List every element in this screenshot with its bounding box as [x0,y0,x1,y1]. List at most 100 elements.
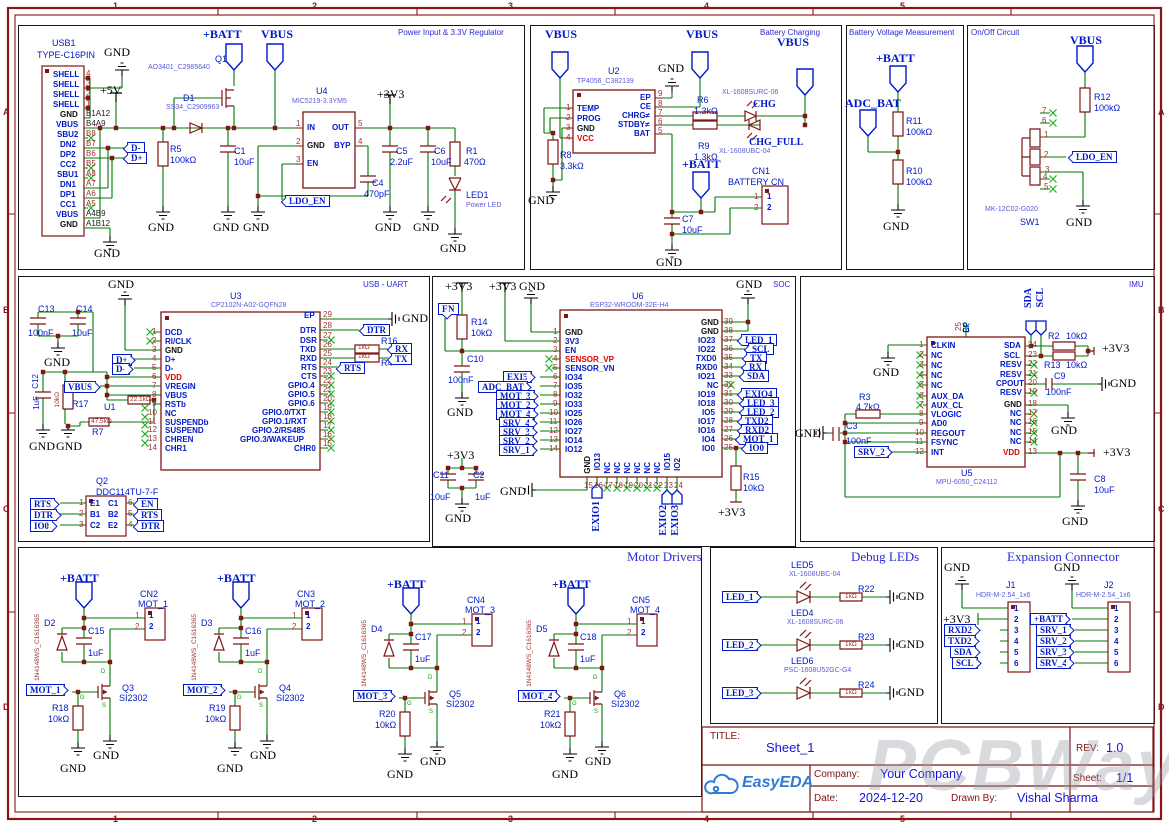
pwrb-vbus: VBUS [777,35,810,49]
num-19: 19 [323,403,332,412]
ref-c16: C16 [245,626,262,636]
num-34: 34 [724,362,733,371]
vpin-io2: IO2 [673,458,682,471]
pin-gpio.5: GPIO.5 [288,390,315,399]
ref-q3: Q3 [122,683,135,693]
pin-temp: TEMP [577,104,600,113]
ref-2.2uf: 2.2uF [390,157,414,167]
tagR-led_2: LED_2 [722,639,758,651]
num-1: 1 [566,103,571,112]
num-2: 2 [754,203,759,212]
num-5: 5 [128,509,133,518]
pwr-gnd: GND [1054,560,1080,574]
pin-suspend: SUSPEND [165,426,204,435]
pin-shell: SHELL [53,70,80,79]
ref-r19: R19 [209,703,226,713]
pin-d+: D+ [165,355,176,364]
pin-io32: IO32 [565,391,583,400]
company-label: Company: [814,769,860,780]
pin-resv: RESV [1000,370,1022,379]
frame-row-d-right: D [1158,702,1165,712]
ref-100nf: 100nF [448,375,474,385]
ref-r6: R6 [697,95,709,105]
ref-470-: 470Ω [464,157,486,167]
pin-aux_cl: AUX_CL [931,401,964,410]
ref-100nf: 100nF [1046,387,1072,397]
pin-nc: NC [1010,418,1022,427]
pin-out: OUT [332,123,349,132]
pin-1: 1 [641,617,646,626]
ref-10uf: 10uF [1094,485,1115,495]
ref-c18: C18 [580,632,597,642]
ldo-en-net-label-2: LDO_EN [1072,151,1117,163]
pin-nc: NC [1010,428,1022,437]
num-2: 2 [462,628,467,637]
num-18: 18 [614,481,623,490]
pin-gpio.0-txt: GPIO.0/TXT [262,408,307,417]
num-14: 14 [549,444,558,453]
part-mpu-6050_c24112: MPU-6050_C24112 [936,479,998,486]
ref-10uf: 10uF [72,328,93,338]
pwrb-vbus: VBUS [545,27,578,41]
num-31: 31 [724,389,733,398]
pin-1: 1 [1014,604,1019,613]
num-23: 23 [1028,350,1037,359]
debug-leds-box [710,547,938,724]
pin-stdby-: STDBY≠ [618,120,650,129]
pin-nc: NC [931,361,943,370]
part-power-led: Power LED [466,202,502,209]
ref-470pf: 470pF [364,189,390,199]
num-b6: B6 [86,149,96,158]
ref-r3: R3 [859,392,871,402]
ref-c9: C9 [1054,371,1066,381]
ref-cn5: CN5 [632,595,651,605]
pin-io16: IO16 [698,426,716,435]
pin-nc: NC [165,409,177,418]
battery-voltage-measurement-box [846,25,964,270]
pin-clkin: CLKIN [931,341,956,350]
pin-byp: BYP [334,141,351,150]
pin-resv: RESV [1000,388,1022,397]
num-27: 27 [724,425,733,434]
num-24: 24 [674,481,683,490]
pin-3v3: 3V3 [565,337,580,346]
num-9: 9 [152,399,157,408]
tagR-mot_3: MOT_3 [353,690,392,702]
ref-si2302: SI2302 [611,699,640,709]
pin-io17: IO17 [698,417,716,426]
num-21: 21 [323,385,332,394]
pwr-gnd: GND [552,767,578,781]
num-4: 4 [128,520,133,529]
num-39: 39 [724,317,733,326]
num-7: 7 [152,381,157,390]
num-1: 1 [152,327,157,336]
pwrb-+batt: +BATT [682,157,721,171]
ref-r18: R18 [52,703,69,713]
valin-1k-: 1kΩ [845,689,857,696]
num-2: 2 [292,622,297,631]
pwr-gnd: GND [1062,514,1088,528]
ref-10uf: 10uF [682,225,703,235]
num-24: 24 [1028,340,1037,349]
ref-mot_2: MOT_2 [295,599,326,609]
sheet-title: Sheet_1 [766,740,815,755]
block-title-debug-leds: Debug LEDs [851,549,920,564]
num-b8: B8 [86,129,96,138]
pin-1: 1 [149,611,154,620]
num-a7: A7 [86,179,96,188]
date-label: Date: [814,793,838,804]
ref-100k-: 100kΩ [170,155,197,165]
ref-r12: R12 [1094,92,1111,102]
pin-en: EN [307,159,319,168]
pin-3: 3 [1014,626,1019,635]
num-28: 28 [323,321,332,330]
vref-1uf: 1uF [32,396,41,410]
ref-10k-: 10kΩ [540,720,562,730]
ref-mot_3: MOT_3 [465,605,496,615]
ref-r4: R4 [381,358,393,368]
num-b5: B5 [86,159,96,168]
num-12: 12 [915,447,924,456]
pwr-+5v: +5V [100,83,122,97]
ref-100k-: 100kΩ [906,127,933,137]
pin-2: 2 [476,628,481,637]
